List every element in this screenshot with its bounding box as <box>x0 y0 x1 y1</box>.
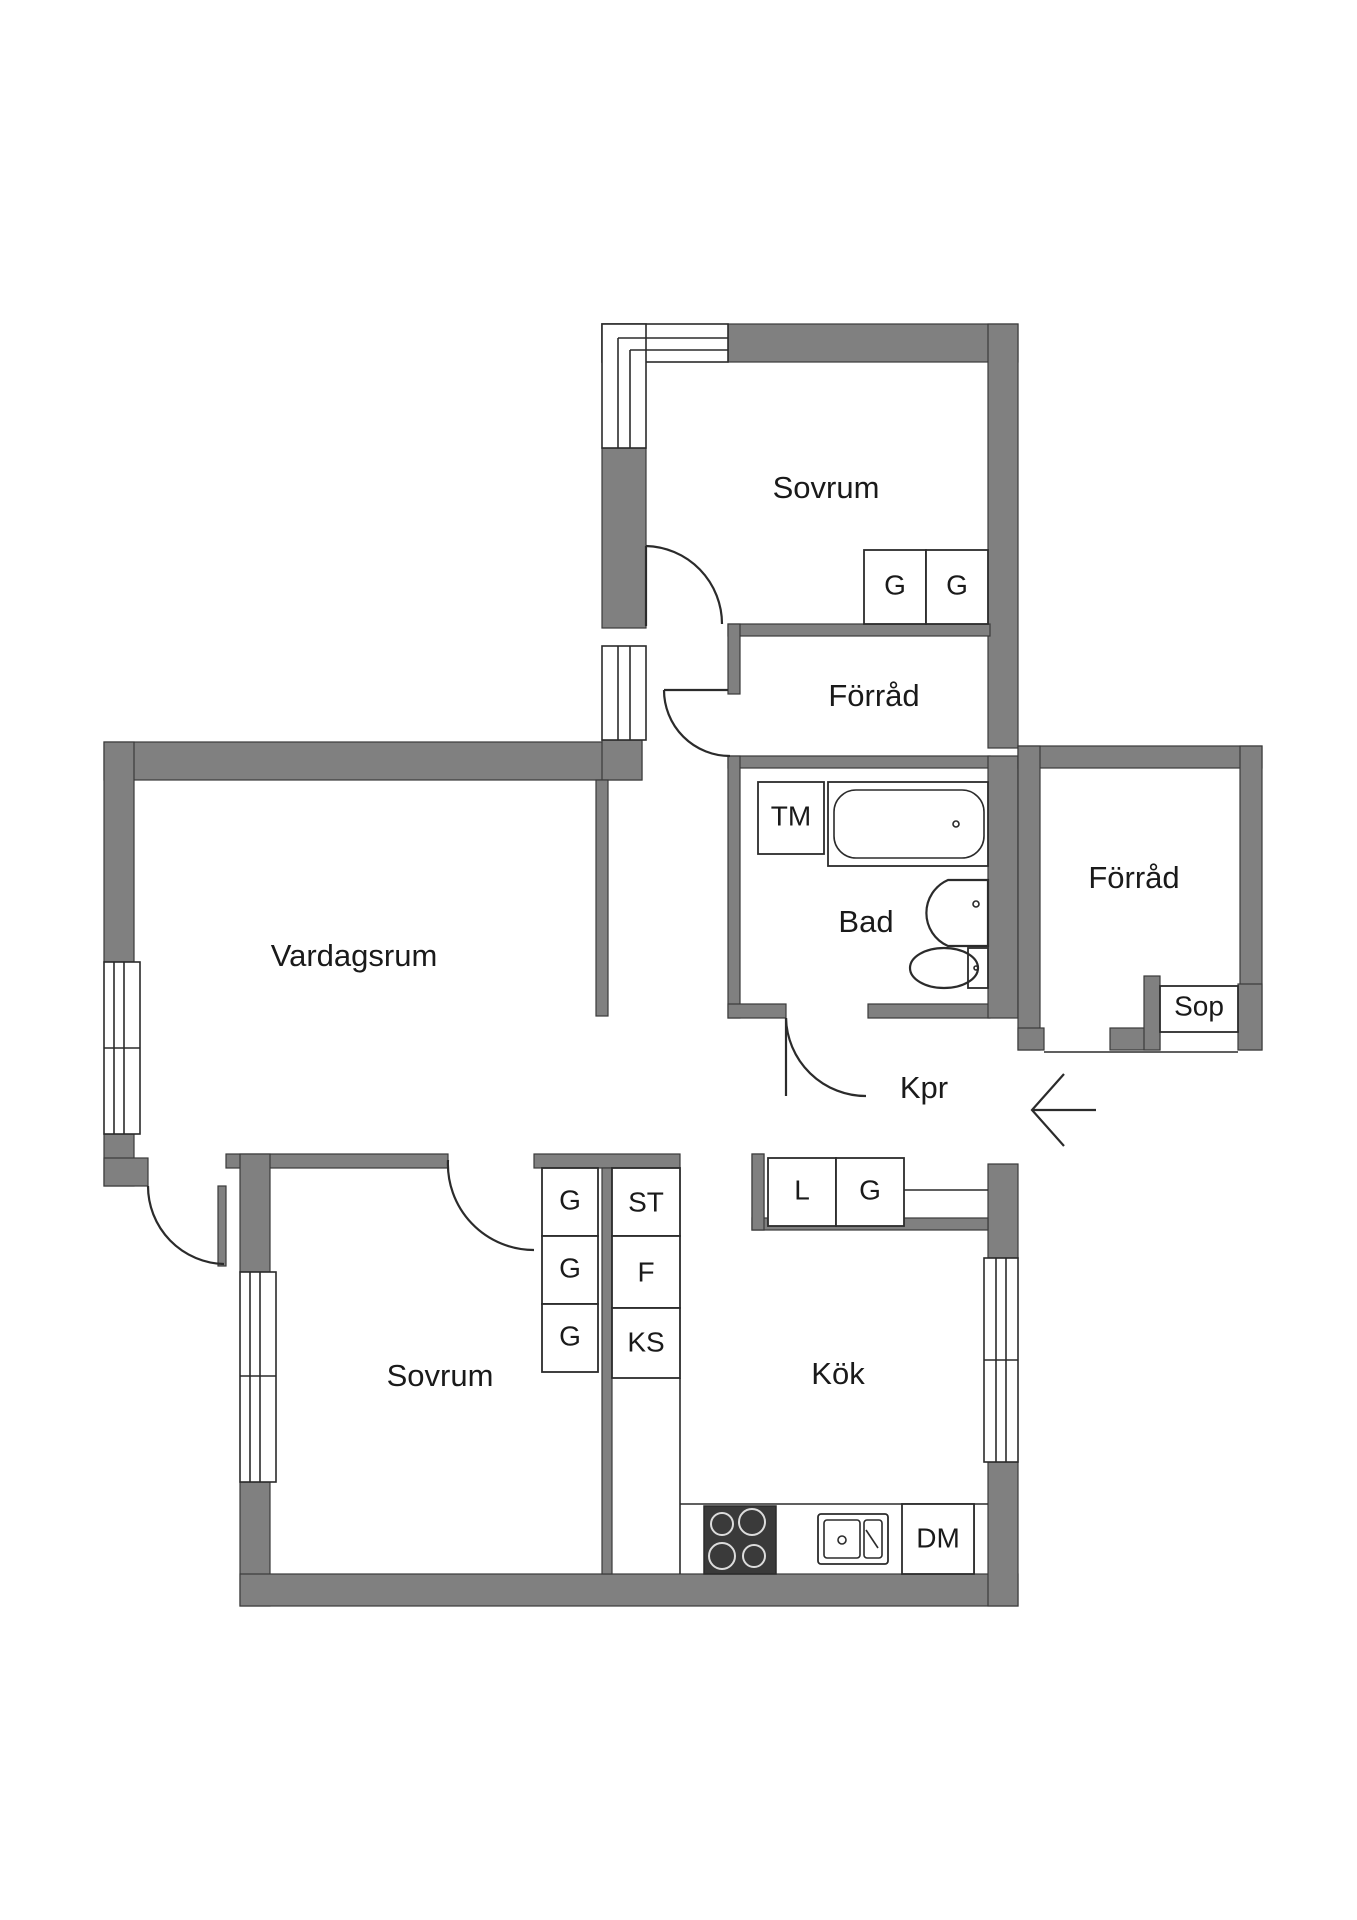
window <box>601 645 647 741</box>
wall <box>727 1003 787 1019</box>
wall <box>595 779 609 1017</box>
wall <box>987 1461 1019 1607</box>
wall <box>103 741 643 781</box>
wall <box>239 1153 271 1273</box>
bathtub-icon <box>827 781 989 867</box>
wardrobe-top: G G <box>863 549 989 625</box>
wall <box>987 1163 1019 1259</box>
washbasin-icon <box>925 878 990 948</box>
wall <box>103 741 135 963</box>
walls <box>103 323 1263 1607</box>
wall <box>239 1573 1019 1607</box>
wall <box>727 755 991 769</box>
window <box>983 1257 1019 1463</box>
toilet-icon <box>908 946 989 990</box>
wardrobe-label: G <box>946 569 968 600</box>
wall <box>1143 975 1161 1051</box>
windows <box>103 323 1019 1483</box>
wall <box>727 623 991 637</box>
sop-label: Sop <box>1174 990 1224 1021</box>
wall <box>601 1167 613 1575</box>
wall <box>867 1003 991 1019</box>
wardrobe-label: G <box>859 1174 881 1205</box>
freezer-label: KS <box>627 1326 664 1357</box>
stove-icon <box>703 1505 777 1575</box>
wall <box>1017 745 1263 769</box>
hall-cabinets: L G <box>751 1153 988 1231</box>
room-label-sovrum-bottom: Sovrum <box>387 1358 494 1393</box>
wall <box>1017 1027 1045 1051</box>
room-label-kok: Kök <box>811 1356 865 1391</box>
wall <box>601 447 647 629</box>
sop-cabinet: Sop <box>1159 985 1239 1033</box>
wall <box>987 755 1019 1019</box>
window <box>239 1271 277 1483</box>
stove-tag-label: ST <box>628 1186 664 1217</box>
window <box>103 961 141 1135</box>
door-swing-icon <box>662 688 731 758</box>
wardrobe-bedroom: G G G <box>541 1167 599 1373</box>
room-label-forrad-right: Förråd <box>1088 860 1179 895</box>
room-labels: Sovrum Förråd Förråd Bad Vardagsrum Kpr … <box>271 470 1180 1393</box>
wall <box>103 1157 149 1187</box>
tm-label: TM <box>771 800 811 831</box>
bathroom-fixtures: TM <box>757 781 990 990</box>
room-label-kpr: Kpr <box>900 1070 948 1105</box>
entrance-arrow-icon <box>1030 1073 1096 1147</box>
room-label-forrad-top: Förråd <box>828 678 919 713</box>
wardrobe-label: G <box>559 1320 581 1351</box>
doors <box>146 544 867 1267</box>
door-swing-icon <box>446 1159 535 1252</box>
kitchen-column: ST F KS <box>611 1167 681 1574</box>
wall <box>727 755 741 1019</box>
wall <box>601 739 643 781</box>
room-label-sovrum-top: Sovrum <box>773 470 880 505</box>
door-swing-icon <box>644 544 724 626</box>
wall <box>727 623 741 695</box>
fridge-label: F <box>637 1256 654 1287</box>
wall <box>1237 983 1263 1051</box>
wardrobe-label: G <box>884 569 906 600</box>
wall <box>987 323 1019 749</box>
wardrobe-label: G <box>559 1252 581 1283</box>
wall <box>727 323 1019 363</box>
sink-icon <box>817 1513 889 1565</box>
room-label-vardagsrum: Vardagsrum <box>271 938 438 973</box>
window <box>601 323 729 449</box>
wall <box>533 1153 681 1169</box>
door-swing-icon <box>146 1185 227 1267</box>
wardrobe-label: G <box>559 1184 581 1215</box>
door-swing-icon <box>784 1017 867 1098</box>
dishwasher-label: DM <box>916 1522 960 1553</box>
linen-label: L <box>794 1174 810 1205</box>
room-label-bad: Bad <box>838 904 893 939</box>
wall <box>1017 745 1041 1051</box>
kitchen-counter: DM <box>680 1503 988 1575</box>
